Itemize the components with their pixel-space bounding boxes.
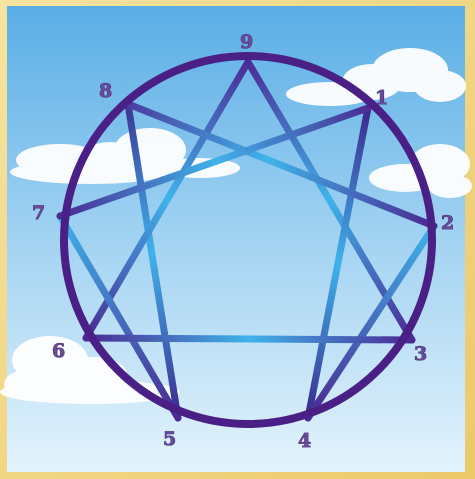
point-label-9: 9 — [240, 31, 253, 53]
point-label-1: 1 — [375, 87, 388, 109]
point-label-4: 4 — [298, 430, 311, 452]
point-label-8: 8 — [99, 80, 112, 102]
point-label-2: 2 — [441, 212, 454, 234]
point-label-7: 7 — [32, 202, 45, 224]
point-label-3: 3 — [414, 343, 427, 365]
line-6-3 — [86, 338, 412, 340]
point-label-5: 5 — [163, 428, 176, 450]
point-label-6: 6 — [52, 340, 65, 362]
